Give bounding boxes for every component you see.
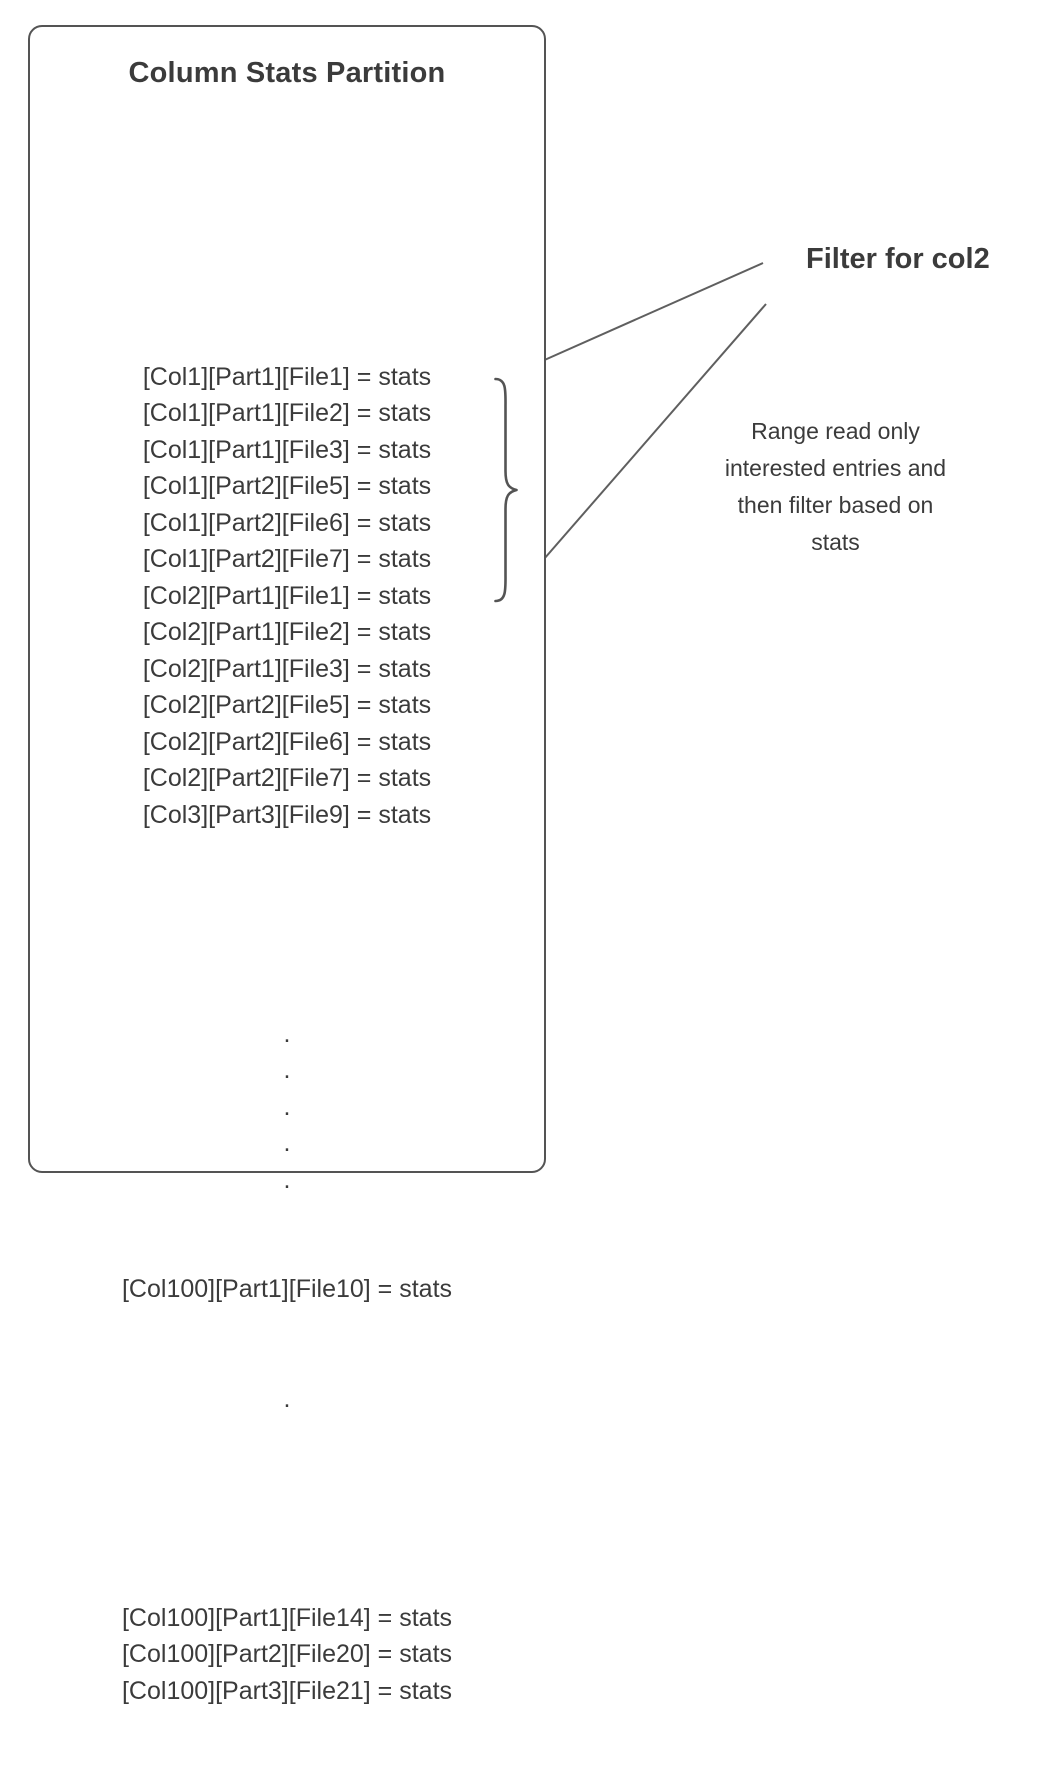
stats-entries: [Col1][Part1][File1] = stats [Col1][Part1… <box>30 176 544 1782</box>
curly-brace-icon <box>494 377 518 603</box>
stats-entry: [Col2][Part1][File2] = stats <box>142 618 432 646</box>
stats-entry: [Col2][Part1][File1] = stats <box>142 581 432 610</box>
stats-entry: [Col1][Part1][File1] = stats <box>142 362 432 391</box>
stats-entry: [Col3][Part3][File9] = stats <box>142 800 432 829</box>
ellipsis-dot: . <box>283 1129 291 1157</box>
filter-arrow-upper <box>530 262 764 368</box>
entries-top-group: [Col1][Part1][File1] = stats [Col1][Part1… <box>30 249 544 833</box>
stats-entry: [Col2][Part1][File3] = stats <box>142 654 432 683</box>
stats-entry: [Col100][Part1][File10] = stats <box>121 1275 453 1303</box>
stats-entry: [Col2][Part2][File6] = stats <box>142 727 432 756</box>
stats-entry: [Col2][Part2][File5] = stats <box>142 691 432 719</box>
column-stats-partition-box: Column Stats Partition [Col1][Part1][Fil… <box>28 25 546 1705</box>
stats-entry: [Col100][Part1][File14] = stats <box>121 1603 453 1632</box>
range-note-line: Range read only <box>751 418 920 444</box>
range-note-line: then filter based on <box>737 492 934 518</box>
stats-entry: [Col2][Part2][File7] = stats <box>142 764 432 792</box>
ellipsis-mid-group: ..... <box>30 906 544 1198</box>
stats-entry: [Col1][Part2][File7] = stats <box>142 545 432 573</box>
diagram-canvas: Column Stats Partition [Col1][Part1][Fil… <box>28 25 990 1705</box>
stats-entry: [Col100][Part2][File20] = stats <box>121 1640 453 1668</box>
ellipsis-dot: . <box>283 1092 291 1121</box>
range-read-note: Range read only interested entries and the… <box>688 413 983 561</box>
entries-bottom-group: [Col100][Part1][File14] = stats [Col100][… <box>30 1490 544 1709</box>
ellipsis-dot: . <box>283 1384 291 1413</box>
range-note-line: interested entries and <box>724 455 947 481</box>
range-note-line: stats <box>811 529 860 555</box>
ellipsis-dot: . <box>283 1165 291 1194</box>
stats-entry: [Col1][Part1][File3] = stats <box>142 435 432 464</box>
filter-for-col2-label: Filter for col2 <box>806 243 990 275</box>
stats-entry: [Col1][Part2][File6] = stats <box>142 508 432 537</box>
ellipsis-dot: . <box>283 1056 291 1084</box>
partition-box-title: Column Stats Partition <box>128 57 446 89</box>
stats-entry: [Col1][Part1][File2] = stats <box>142 399 432 427</box>
stats-entry: [Col100][Part3][File21] = stats <box>121 1676 453 1705</box>
ellipsis-dot: . <box>283 1019 291 1048</box>
range-note-lines: Range read only interested entries and the… <box>688 413 983 561</box>
stats-entry: [Col1][Part2][File5] = stats <box>142 472 432 500</box>
